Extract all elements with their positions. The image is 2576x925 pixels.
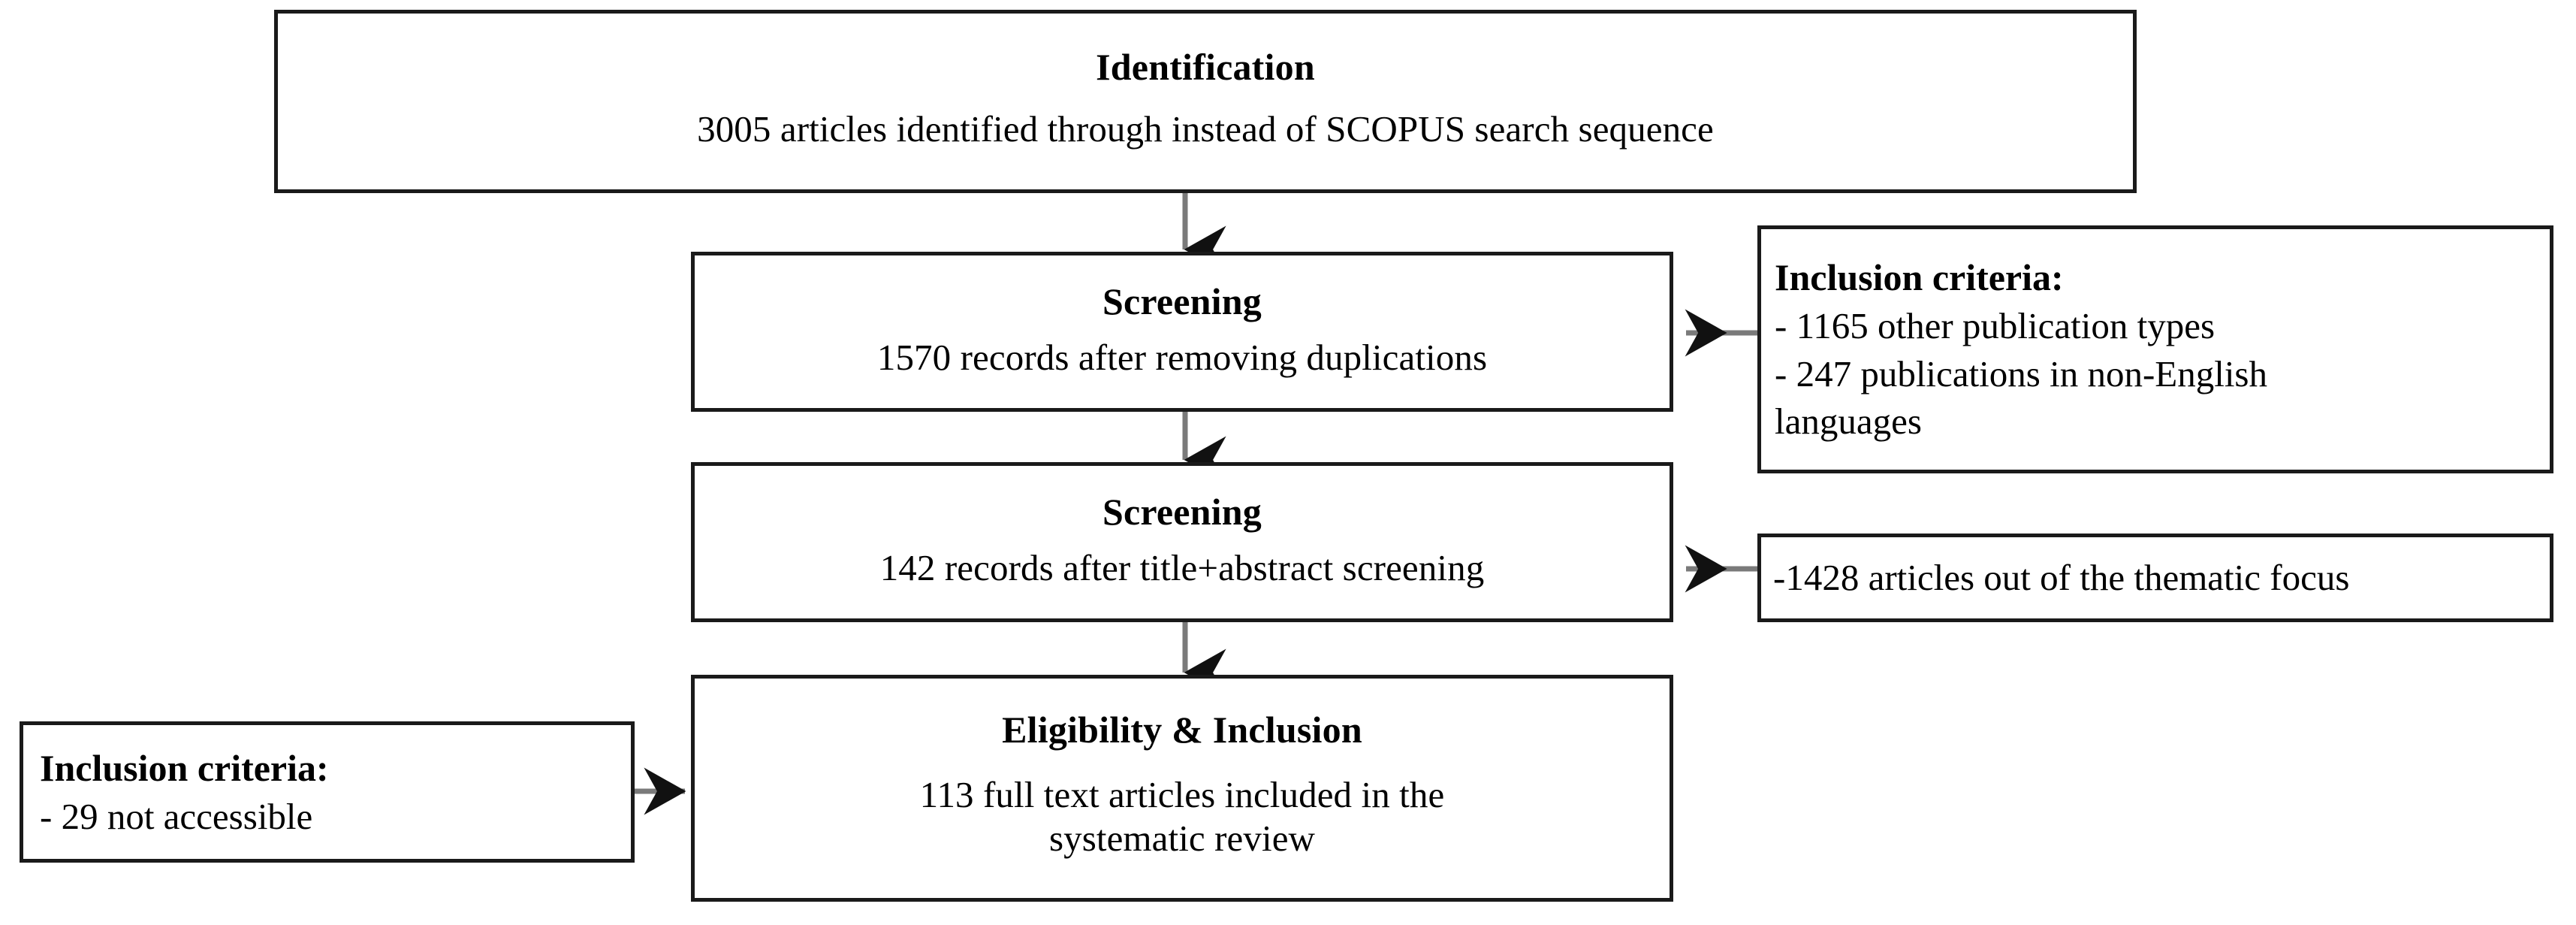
thematic-focus-line: -1428 articles out of the thematic focus	[1773, 557, 2350, 599]
screening-1-text: 1570 records after removing duplications	[876, 336, 1488, 378]
exclusion-box-thematic-focus: -1428 articles out of the thematic focus	[1757, 534, 2553, 622]
eligibility-title: Eligibility & Inclusion	[1002, 709, 1362, 751]
criteria-left-title: Inclusion criteria:	[40, 746, 329, 789]
stage-box-identification: Identification 3005 articles identified …	[274, 10, 2137, 193]
stage-box-screening-2: Screening 142 records after title+abstra…	[691, 462, 1673, 622]
exclusion-box-inclusion-criteria-left: Inclusion criteria: - 29 not accessible	[20, 721, 635, 863]
criteria-left-line-1: - 29 not accessible	[40, 795, 313, 837]
identification-text: 3005 articles identified through instead…	[697, 108, 1714, 150]
screening-2-title: Screening	[1102, 490, 1262, 533]
criteria-right-title: Inclusion criteria:	[1775, 255, 2064, 298]
stage-box-screening-1: Screening 1570 records after removing du…	[691, 252, 1673, 412]
screening-1-title: Screening	[1102, 280, 1262, 322]
screening-2-text: 142 records after title+abstract screeni…	[879, 546, 1485, 588]
stage-box-eligibility-inclusion: Eligibility & Inclusion 113 full text ar…	[691, 675, 1673, 902]
exclusion-box-inclusion-criteria-right: Inclusion criteria: - 1165 other publica…	[1757, 225, 2553, 473]
eligibility-text-line-2: systematic review	[1048, 818, 1316, 859]
eligibility-text-line-1: 113 full text articles included in the	[919, 774, 1445, 816]
criteria-right-line-2: - 247 publications in non-English	[1775, 352, 2267, 394]
identification-title: Identification	[1096, 46, 1315, 89]
criteria-right-line-1: - 1165 other publication types	[1775, 304, 2216, 346]
criteria-right-line-3: languages	[1775, 401, 1922, 443]
